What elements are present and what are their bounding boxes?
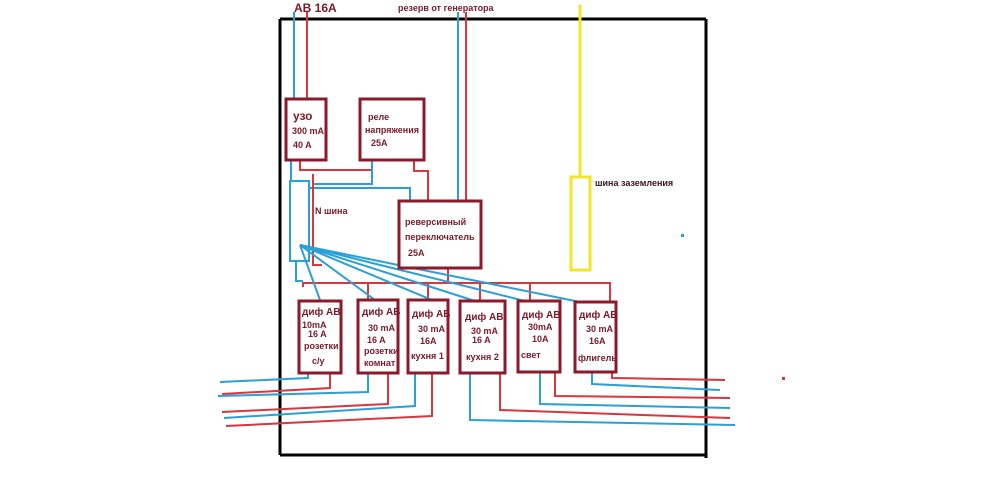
neutral-fan-3 — [299, 244, 433, 301]
transfer-line2: переключатель — [405, 232, 475, 242]
out-4-phase — [499, 373, 731, 419]
circuit-2-box — [356, 298, 400, 375]
out-3-phase — [225, 373, 433, 427]
circuit-5-type: диф АВ — [522, 309, 560, 321]
neutral-bar — [289, 180, 310, 262]
rcd-title: узо — [293, 109, 313, 123]
out-1-neutral — [219, 373, 309, 383]
panel-enclosure — [278, 17, 708, 458]
device-voltage-relay: реле напряжения 25A — [358, 97, 426, 162]
n-bus-lower — [295, 261, 303, 282]
main-supply-wires — [293, 12, 308, 100]
neutral-fan-1 — [299, 244, 321, 301]
neutral-fan-6 — [299, 244, 581, 303]
neutral-bus — [289, 160, 411, 282]
circuit-3-rating: 16A — [420, 336, 437, 346]
circuit-2-load: розетки — [364, 346, 399, 356]
out-5-neutral — [539, 373, 731, 409]
circuit-5-box — [516, 299, 562, 374]
circuit-1-rating: 16 A — [308, 329, 327, 339]
neutral-fan-4 — [299, 244, 476, 302]
circuit-6-box — [573, 300, 618, 374]
out-6-neutral — [591, 372, 721, 391]
device-transfer-switch: реверсивный переключатель 25A — [397, 199, 483, 270]
circuit-4-load: кухня 2 — [466, 352, 499, 362]
circuit-4-rating: 16 A — [472, 335, 491, 345]
circuit-2-room: комнат — [364, 358, 396, 368]
ground-bar — [569, 175, 592, 272]
ground-bus — [569, 5, 592, 272]
n-bus-to-transfer — [309, 187, 411, 201]
circuit-6: диф АВ 30 mA 16A флигель — [573, 300, 618, 374]
transfer-line1: реверсивный — [405, 217, 466, 227]
circuit-5-sensitivity: 30mA — [528, 322, 553, 332]
relay-rating: 25A — [371, 138, 388, 148]
circuit-3-box — [406, 298, 450, 375]
neutral-fan-5 — [299, 244, 526, 302]
circuit-4-box — [458, 299, 507, 375]
circuit-1-load: розетки — [304, 341, 339, 351]
neutral-bus-label: N шина — [315, 206, 348, 216]
relay-neutral — [313, 161, 373, 185]
circuit-4-sensitivity: 30 mA — [471, 326, 499, 336]
out-1-phase — [221, 373, 331, 395]
circuit-6-rating: 16A — [589, 336, 606, 346]
circuit-1-sensitivity: 10mA — [302, 320, 327, 330]
circuit-5-rating: 10A — [532, 334, 549, 344]
generator-wires — [457, 12, 467, 201]
circuit-4-type: диф АВ — [465, 311, 503, 323]
relay-line1: реле — [368, 112, 389, 122]
out-6-phase — [611, 372, 726, 381]
out-2-phase — [221, 373, 389, 413]
device-rcd: узо 300 mA 40 A — [284, 97, 328, 162]
phase-bus-left — [312, 174, 322, 266]
circuit-3-sensitivity: 30 mA — [418, 324, 446, 334]
out-4-neutral — [469, 373, 736, 426]
ground-bus-label: шина заземления — [595, 178, 673, 188]
circuit-6-load: флигель — [578, 353, 617, 363]
circuit-1-type: диф АВ — [302, 306, 340, 318]
transfer-rating: 25A — [408, 248, 425, 258]
rcd-sensitivity: 300 mA — [292, 126, 325, 136]
circuit-3-load: кухня 1 — [411, 351, 444, 361]
circuit-3-type: диф АВ — [412, 308, 450, 320]
stray-mark-red — [782, 377, 785, 380]
out-5-phase — [554, 373, 731, 399]
circuit-1-room: с/у — [312, 356, 325, 366]
out-3-neutral — [223, 373, 416, 419]
outgoing-cables — [217, 372, 736, 427]
relay-to-transfer — [413, 161, 429, 201]
transfer-box — [397, 199, 483, 270]
circuit-5-load: свет — [521, 350, 541, 360]
relay-line2: напряжения — [365, 125, 419, 135]
stray-mark-blue — [681, 234, 684, 237]
generator-reserve-label: резерв от генератора — [398, 3, 495, 13]
circuit-1: диф АВ 10mA 16 A розетки с/у — [297, 299, 343, 375]
circuit-1-box — [297, 299, 343, 375]
neutral-fan-2 — [299, 244, 376, 301]
rcd-box — [284, 97, 328, 162]
circuit-2-rating: 16 A — [367, 335, 386, 345]
main-breaker-label: АВ 16А — [294, 1, 337, 15]
circuit-5: диф АВ 30mA 10A свет — [516, 299, 562, 374]
circuit-2-type: диф АВ — [362, 306, 400, 318]
circuit-2-sensitivity: 30 mA — [368, 323, 396, 333]
circuit-2: диф АВ 30 mA 16 A розетки комнат — [356, 298, 400, 375]
circuit-6-sensitivity: 30 mA — [586, 324, 614, 334]
circuit-4: диф АВ 30 mA 16 A кухня 2 — [458, 299, 507, 375]
circuit-3: диф АВ 30 mA 16A кухня 1 — [406, 298, 450, 375]
rcd-rating: 40 A — [293, 140, 312, 150]
neutral-fanout — [299, 244, 581, 303]
relay-box — [358, 97, 426, 162]
out-2-neutral — [217, 373, 369, 397]
circuit-6-type: диф АВ — [579, 309, 617, 321]
